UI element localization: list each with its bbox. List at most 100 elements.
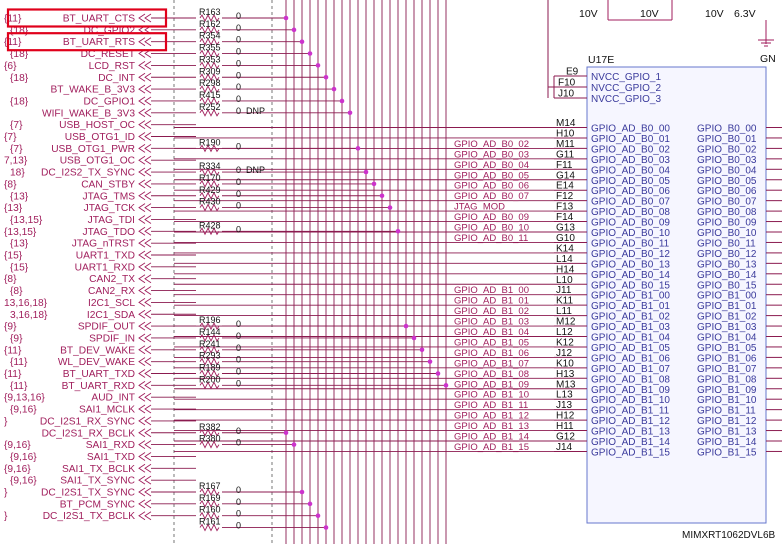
resistor-zigzag xyxy=(199,440,220,449)
offpage-net-name: DC_I2S1_TX_BCLK xyxy=(43,511,136,522)
offpage-connector: DC_I2S1_RX_BCLK xyxy=(42,428,196,439)
offpage-net-ref: {18} xyxy=(10,73,29,84)
ic-pin-alt-name: GPIO_B1_07 xyxy=(697,364,757,375)
offpage-chevron-icon xyxy=(138,72,152,82)
resistor-refdes: R293 xyxy=(199,351,221,361)
net-wire-label: GPIO_AD_B1_02 xyxy=(454,306,529,317)
resistor-zigzag xyxy=(199,85,220,94)
net-wire-label: GPIO_AD_B1_07 xyxy=(454,358,529,369)
ic-pin-name: GPIO_AD_B0_12 xyxy=(591,249,670,260)
resistor-value: 0 xyxy=(236,189,241,199)
offpage-net-ref: {8} xyxy=(10,286,23,297)
offpage-connector: CAN_STBY{8} xyxy=(4,179,196,190)
resistor-value: 0 xyxy=(236,343,241,353)
ic-pad-label: E14 xyxy=(556,181,574,192)
offpage-net-name: DC_GPIO1 xyxy=(83,96,135,107)
offpage-chevron-icon xyxy=(138,463,152,473)
offpage-net-ref: {18} xyxy=(10,49,29,60)
offpage-net-ref: {7} xyxy=(4,132,17,143)
ic-pin-alt-name: GPIO_B0_06 xyxy=(697,186,757,197)
offpage-net-ref: {11} xyxy=(10,381,28,392)
resistor-zigzag xyxy=(199,523,220,532)
ic-pin-name: GPIO_AD_B0_02 xyxy=(591,144,670,155)
offpage-net-ref: {15} xyxy=(4,251,23,262)
ic-pin-alt-name: GPIO_B1_09 xyxy=(697,385,757,396)
offpage-chevron-icon xyxy=(138,357,152,367)
offpage-net-ref: {11} xyxy=(4,345,22,356)
resistor-refdes: R196 xyxy=(199,315,221,325)
offpage-chevron-icon xyxy=(138,286,152,295)
resistor-refdes: R429 xyxy=(199,185,221,195)
ic-pin-name: GPIO_AD_B1_01 xyxy=(591,301,670,312)
resistor-value: 0 xyxy=(236,11,241,21)
ic-pin-name: GPIO_AD_B0_04 xyxy=(591,165,670,176)
offpage-net-ref: 18} xyxy=(10,168,25,179)
ic-pad-label: M13 xyxy=(556,379,576,390)
offpage-net-name: WL_DEV_WAKE xyxy=(58,357,135,368)
junction-dot xyxy=(435,371,441,376)
resistor-zigzag xyxy=(199,49,220,58)
ic-pin-alt-name: GPIO_B0_03 xyxy=(697,155,757,166)
ic-pad-label: J14 xyxy=(556,442,573,453)
offpage-connector: BT_WAKE_B_3V3 xyxy=(50,85,196,96)
ic-pin-name: GPIO_AD_B0_09 xyxy=(591,218,670,229)
ic-pad-label: G10 xyxy=(556,233,575,244)
ic-pad-label: F13 xyxy=(556,202,574,213)
offpage-net-ref: {9} xyxy=(4,322,17,333)
ic-power-pin-name: NVCC_GPIO_1 xyxy=(591,72,661,83)
junction-dot xyxy=(323,525,329,530)
ic-pin-name: GPIO_AD_B0_00 xyxy=(591,124,670,135)
offpage-net-name: SAI1_TX_BCLK xyxy=(62,464,135,475)
offpage-net-name: USB_OTG1_ID xyxy=(65,132,135,143)
resistor-refdes: R241 xyxy=(199,339,221,349)
resistor-value: 0 xyxy=(236,106,241,116)
offpage-connector: SAI1_TX_BCLK{9,16} xyxy=(4,464,196,475)
ic-pin-alt-name: GPIO_B1_13 xyxy=(697,427,757,438)
resistor-value: 0 xyxy=(236,141,241,151)
offpage-net-name: DC_I2S1_TX_SYNC xyxy=(41,488,135,499)
ic-pin-alt-name: GPIO_B0_13 xyxy=(697,259,757,270)
offpage-connector: BT_PCM_SYNC xyxy=(60,499,196,510)
offpage-connector: JTAG_TCK{13} xyxy=(4,203,196,214)
resistor-value: 0 xyxy=(236,165,241,175)
ic-pin-alt-name: GPIO_B1_04 xyxy=(697,333,757,344)
offpage-net-name: BT_UART_RXD xyxy=(62,381,135,392)
junction-dot xyxy=(395,229,401,234)
ic-pin-alt-name: GPIO_B0_12 xyxy=(697,249,757,260)
cap-voltage-label: 10V xyxy=(640,8,659,20)
ic-pin-alt-name: GPIO_B1_01 xyxy=(697,301,757,312)
ic-pin-name: GPIO_AD_B0_08 xyxy=(591,207,670,218)
offpage-chevron-icon xyxy=(138,84,152,94)
resistor-refdes: R190 xyxy=(199,137,221,147)
ic-pin-alt-name: GPIO_B0_07 xyxy=(697,197,757,208)
resistor-value: 0 xyxy=(236,224,241,234)
ic-pad-label: K10 xyxy=(556,358,574,369)
offpage-net-ref: {7} xyxy=(10,120,23,131)
junction-dot xyxy=(283,430,289,436)
offpage-net-ref: {13} xyxy=(10,191,29,202)
net-wire-label: GPIO_AD_B0_05 xyxy=(454,170,529,181)
offpage-chevron-icon xyxy=(138,404,152,414)
offpage-net-ref: {11} xyxy=(4,14,22,25)
offpage-chevron-icon xyxy=(138,321,152,331)
resistor-value: 0 xyxy=(236,509,241,519)
offpage-connector: JTAG_nTRST{13} xyxy=(10,239,196,250)
resistor-zigzag xyxy=(199,191,220,200)
offpage-chevron-icon xyxy=(138,262,152,272)
resistor-zigzag xyxy=(199,381,220,390)
resistor-value: 0 xyxy=(236,94,241,104)
ic-pad-label: H14 xyxy=(556,264,575,275)
ic-pad-label: J12 xyxy=(556,348,573,359)
highlight-box xyxy=(6,8,168,28)
ic-power-pad-label: F10 xyxy=(558,78,576,89)
offpage-net-ref: {7} xyxy=(10,144,23,155)
resistor-refdes: R382 xyxy=(199,422,221,432)
offpage-net-name: BT_WAKE_B_3V3 xyxy=(50,85,135,96)
net-wire-label: GPIO_AD_B0_03 xyxy=(454,149,529,160)
ic-pad-label: F12 xyxy=(556,191,574,202)
offpage-connector: UART1_TXD{15} xyxy=(4,251,196,262)
resistor-refdes: R169 xyxy=(199,493,221,503)
offpage-net-name: SAI1_TXD xyxy=(87,452,135,463)
